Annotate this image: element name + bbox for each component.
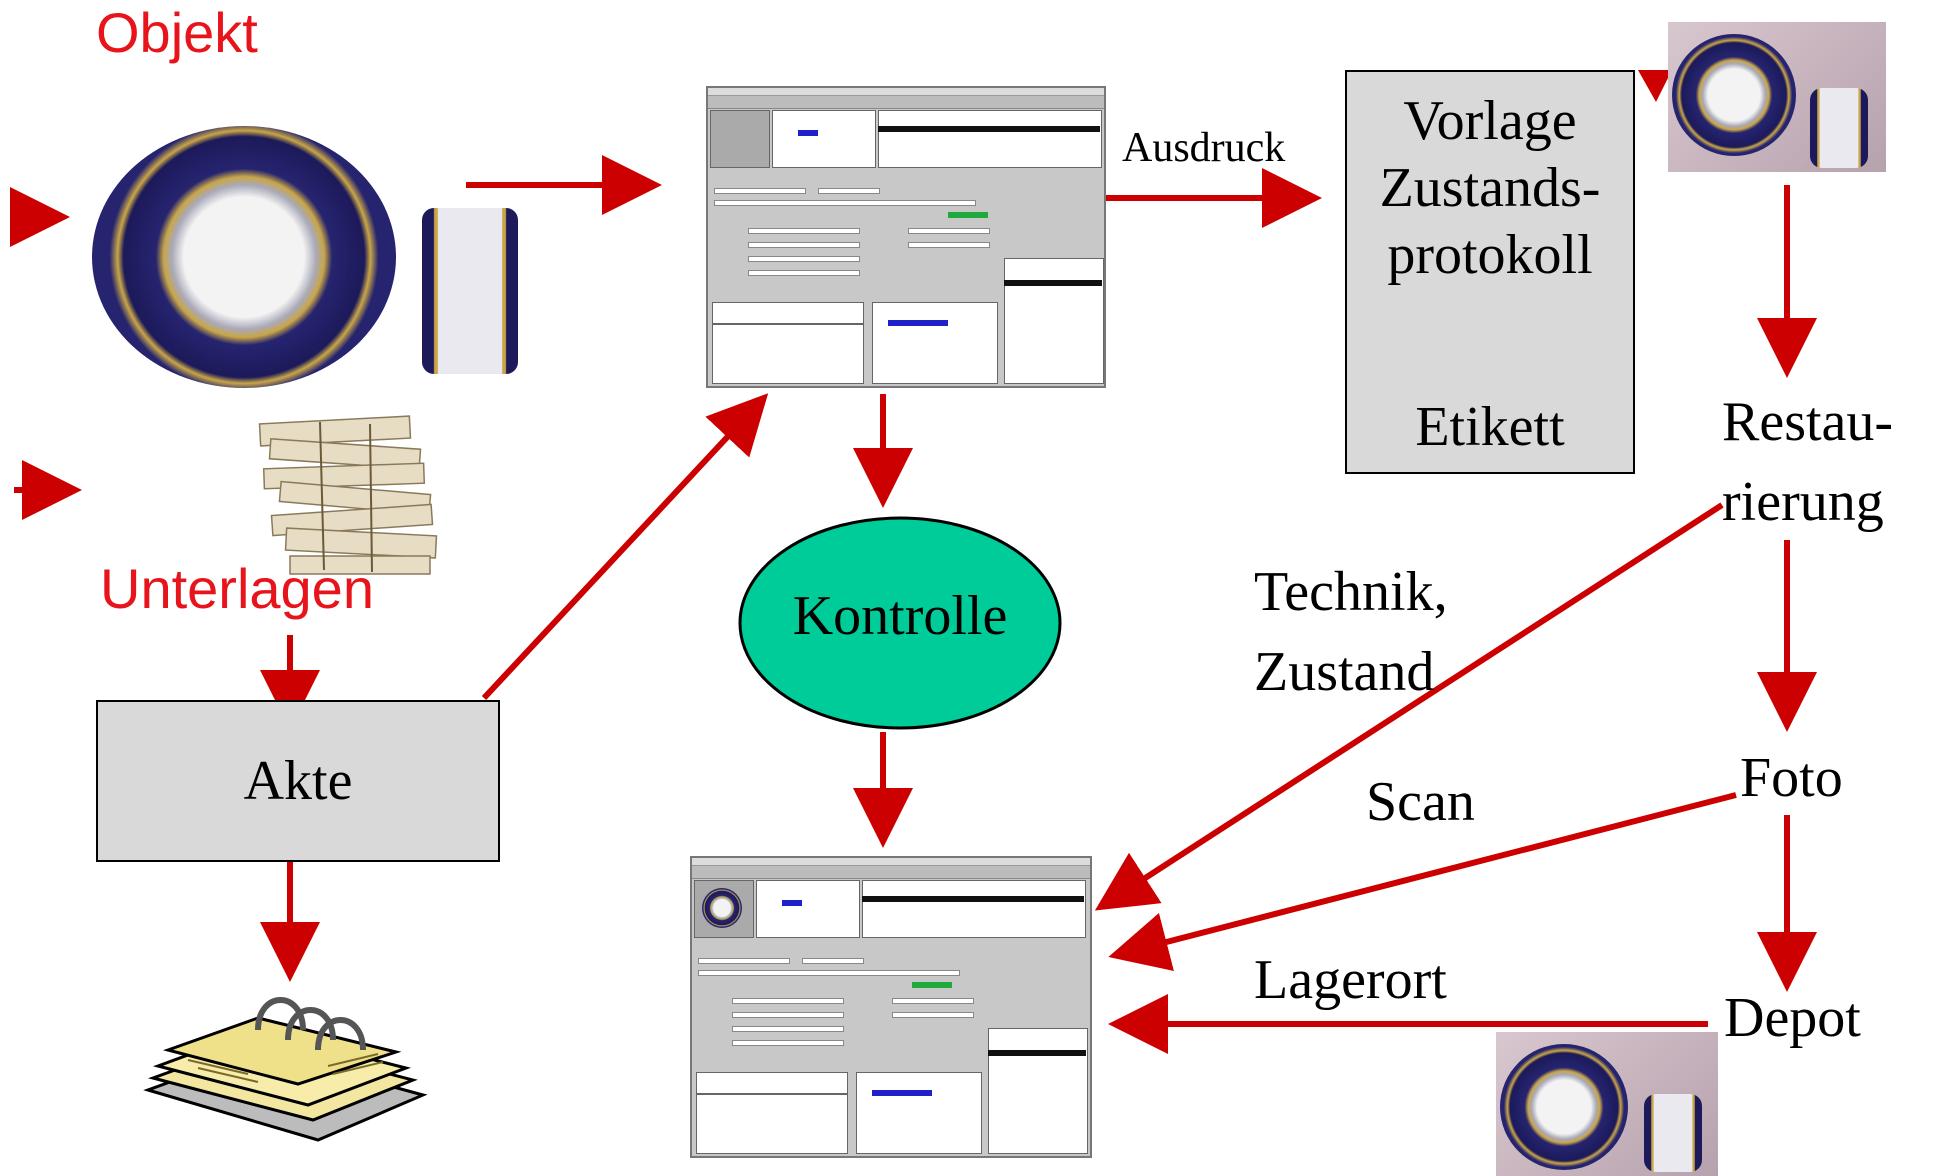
arrow-restau-to-db2 bbox=[1094, 502, 1724, 911]
zustands-label: Zustands- bbox=[1379, 157, 1601, 220]
zustand-label: Zustand bbox=[1254, 641, 1435, 703]
kontrolle-ellipse bbox=[738, 516, 1062, 730]
rierung-label: rierung bbox=[1722, 471, 1884, 533]
vorlage-box: Vorlage Zustands- protokoll Etikett bbox=[1345, 70, 1635, 474]
scan-label: Scan bbox=[1366, 771, 1475, 833]
database-screenshot-icon bbox=[706, 86, 1106, 388]
depot-label: Depot bbox=[1724, 987, 1861, 1049]
restau-label: Restau- bbox=[1722, 391, 1894, 453]
technik-label: Technik, bbox=[1254, 561, 1448, 623]
documents-stack-icon bbox=[258, 415, 438, 575]
database-screenshot-icon bbox=[690, 856, 1092, 1158]
vorlage-label: Vorlage bbox=[1403, 90, 1577, 152]
ring-binder-icon bbox=[143, 997, 428, 1142]
ausdruck-label: Ausdruck bbox=[1122, 125, 1286, 171]
kontrolle-label: Kontrolle bbox=[792, 585, 1008, 647]
protokoll-label: protokoll bbox=[1387, 224, 1593, 287]
foto-label: Foto bbox=[1740, 747, 1843, 809]
objekt-label: Objekt bbox=[96, 1, 258, 64]
etikett-label: Etikett bbox=[1415, 396, 1565, 458]
akte-label: Akte bbox=[243, 750, 353, 812]
arrow-akte-to-db bbox=[481, 393, 769, 701]
lagerort-label: Lagerort bbox=[1254, 949, 1447, 1011]
akte-box: Akte bbox=[96, 700, 500, 862]
arrow-tip-photo bbox=[1638, 70, 1672, 102]
arrow-foto-to-db2 bbox=[1108, 792, 1737, 972]
unterlagen-label: Unterlagen bbox=[100, 557, 374, 620]
